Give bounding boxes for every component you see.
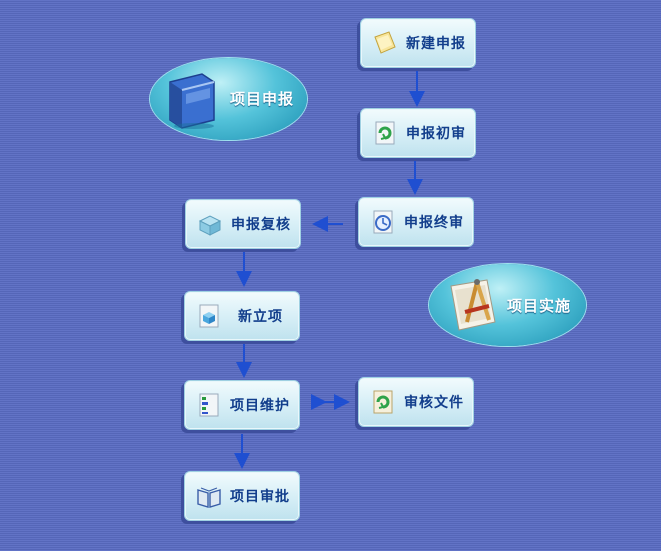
project-implement-label: 项目实施: [507, 297, 572, 315]
open-book-icon: [194, 481, 224, 511]
recheck-label: 申报复核: [231, 217, 291, 233]
document-cube-icon: [194, 301, 224, 331]
document-refresh-icon: [368, 387, 398, 417]
approval-button[interactable]: 项目审批: [184, 471, 300, 521]
new-create-label: 新建申报: [406, 36, 466, 52]
project-implement-oval[interactable]: 项目实施: [429, 264, 586, 346]
drafting-tools-icon: [441, 272, 501, 340]
first-review-button[interactable]: 申报初审: [360, 108, 476, 158]
document-bars-icon: [194, 390, 224, 420]
blue-folder-icon: [162, 68, 222, 134]
project-apply-label: 项目申报: [230, 90, 295, 108]
clock-icon: [368, 207, 398, 237]
maintenance-button[interactable]: 项目维护: [184, 380, 300, 430]
approval-label: 项目审批: [230, 489, 290, 505]
open-box-icon: [195, 209, 225, 239]
final-review-button[interactable]: 申报终审: [358, 197, 474, 247]
note-pad-icon: [370, 28, 400, 58]
new-create-button[interactable]: 新建申报: [360, 18, 476, 68]
review-docs-button[interactable]: 审核文件: [358, 377, 474, 427]
maintenance-label: 项目维护: [230, 398, 290, 414]
new-project-label: 新立项: [238, 309, 283, 325]
new-project-button[interactable]: 新立项: [184, 291, 300, 341]
final-review-label: 申报终审: [404, 215, 464, 231]
first-review-label: 申报初审: [406, 126, 466, 142]
review-docs-label: 审核文件: [404, 395, 464, 411]
project-apply-oval[interactable]: 项目申报: [150, 58, 307, 140]
recheck-button[interactable]: 申报复核: [185, 199, 301, 249]
refresh-recycle-icon: [370, 118, 400, 148]
